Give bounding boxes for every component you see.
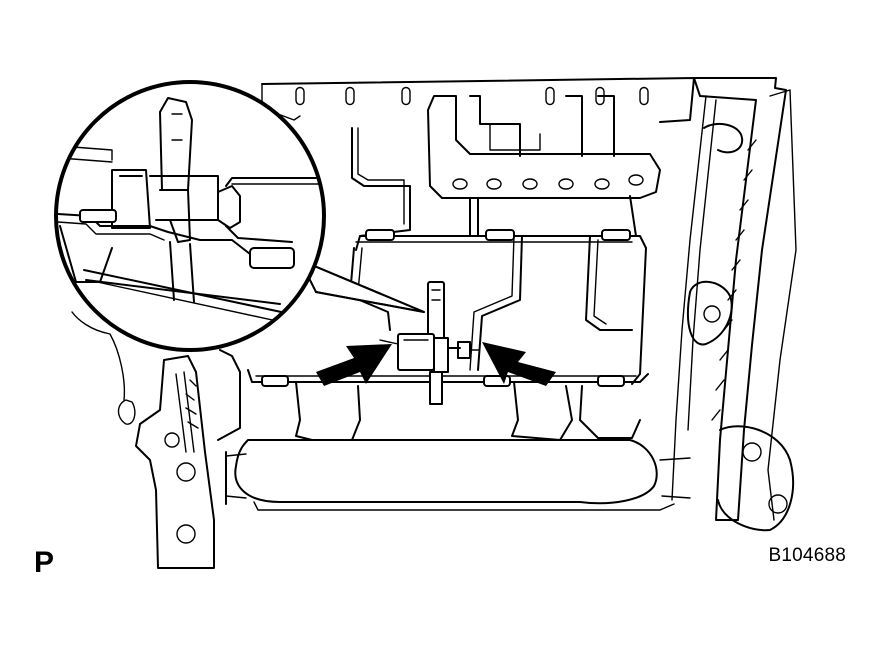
right-side-rail: [671, 77, 797, 532]
upper-frame: [261, 77, 695, 123]
upper-bracket: [427, 95, 661, 199]
arrow-left-icon: [482, 342, 556, 386]
view-label: P: [34, 546, 55, 579]
left-side-rail: [71, 311, 241, 569]
lower-cross-member: [225, 439, 691, 511]
detail-inset: [54, 80, 326, 352]
arrow-right-icon: [316, 344, 392, 386]
wire-harness-clamp: [379, 281, 479, 405]
figure-code: B104688: [768, 545, 846, 566]
